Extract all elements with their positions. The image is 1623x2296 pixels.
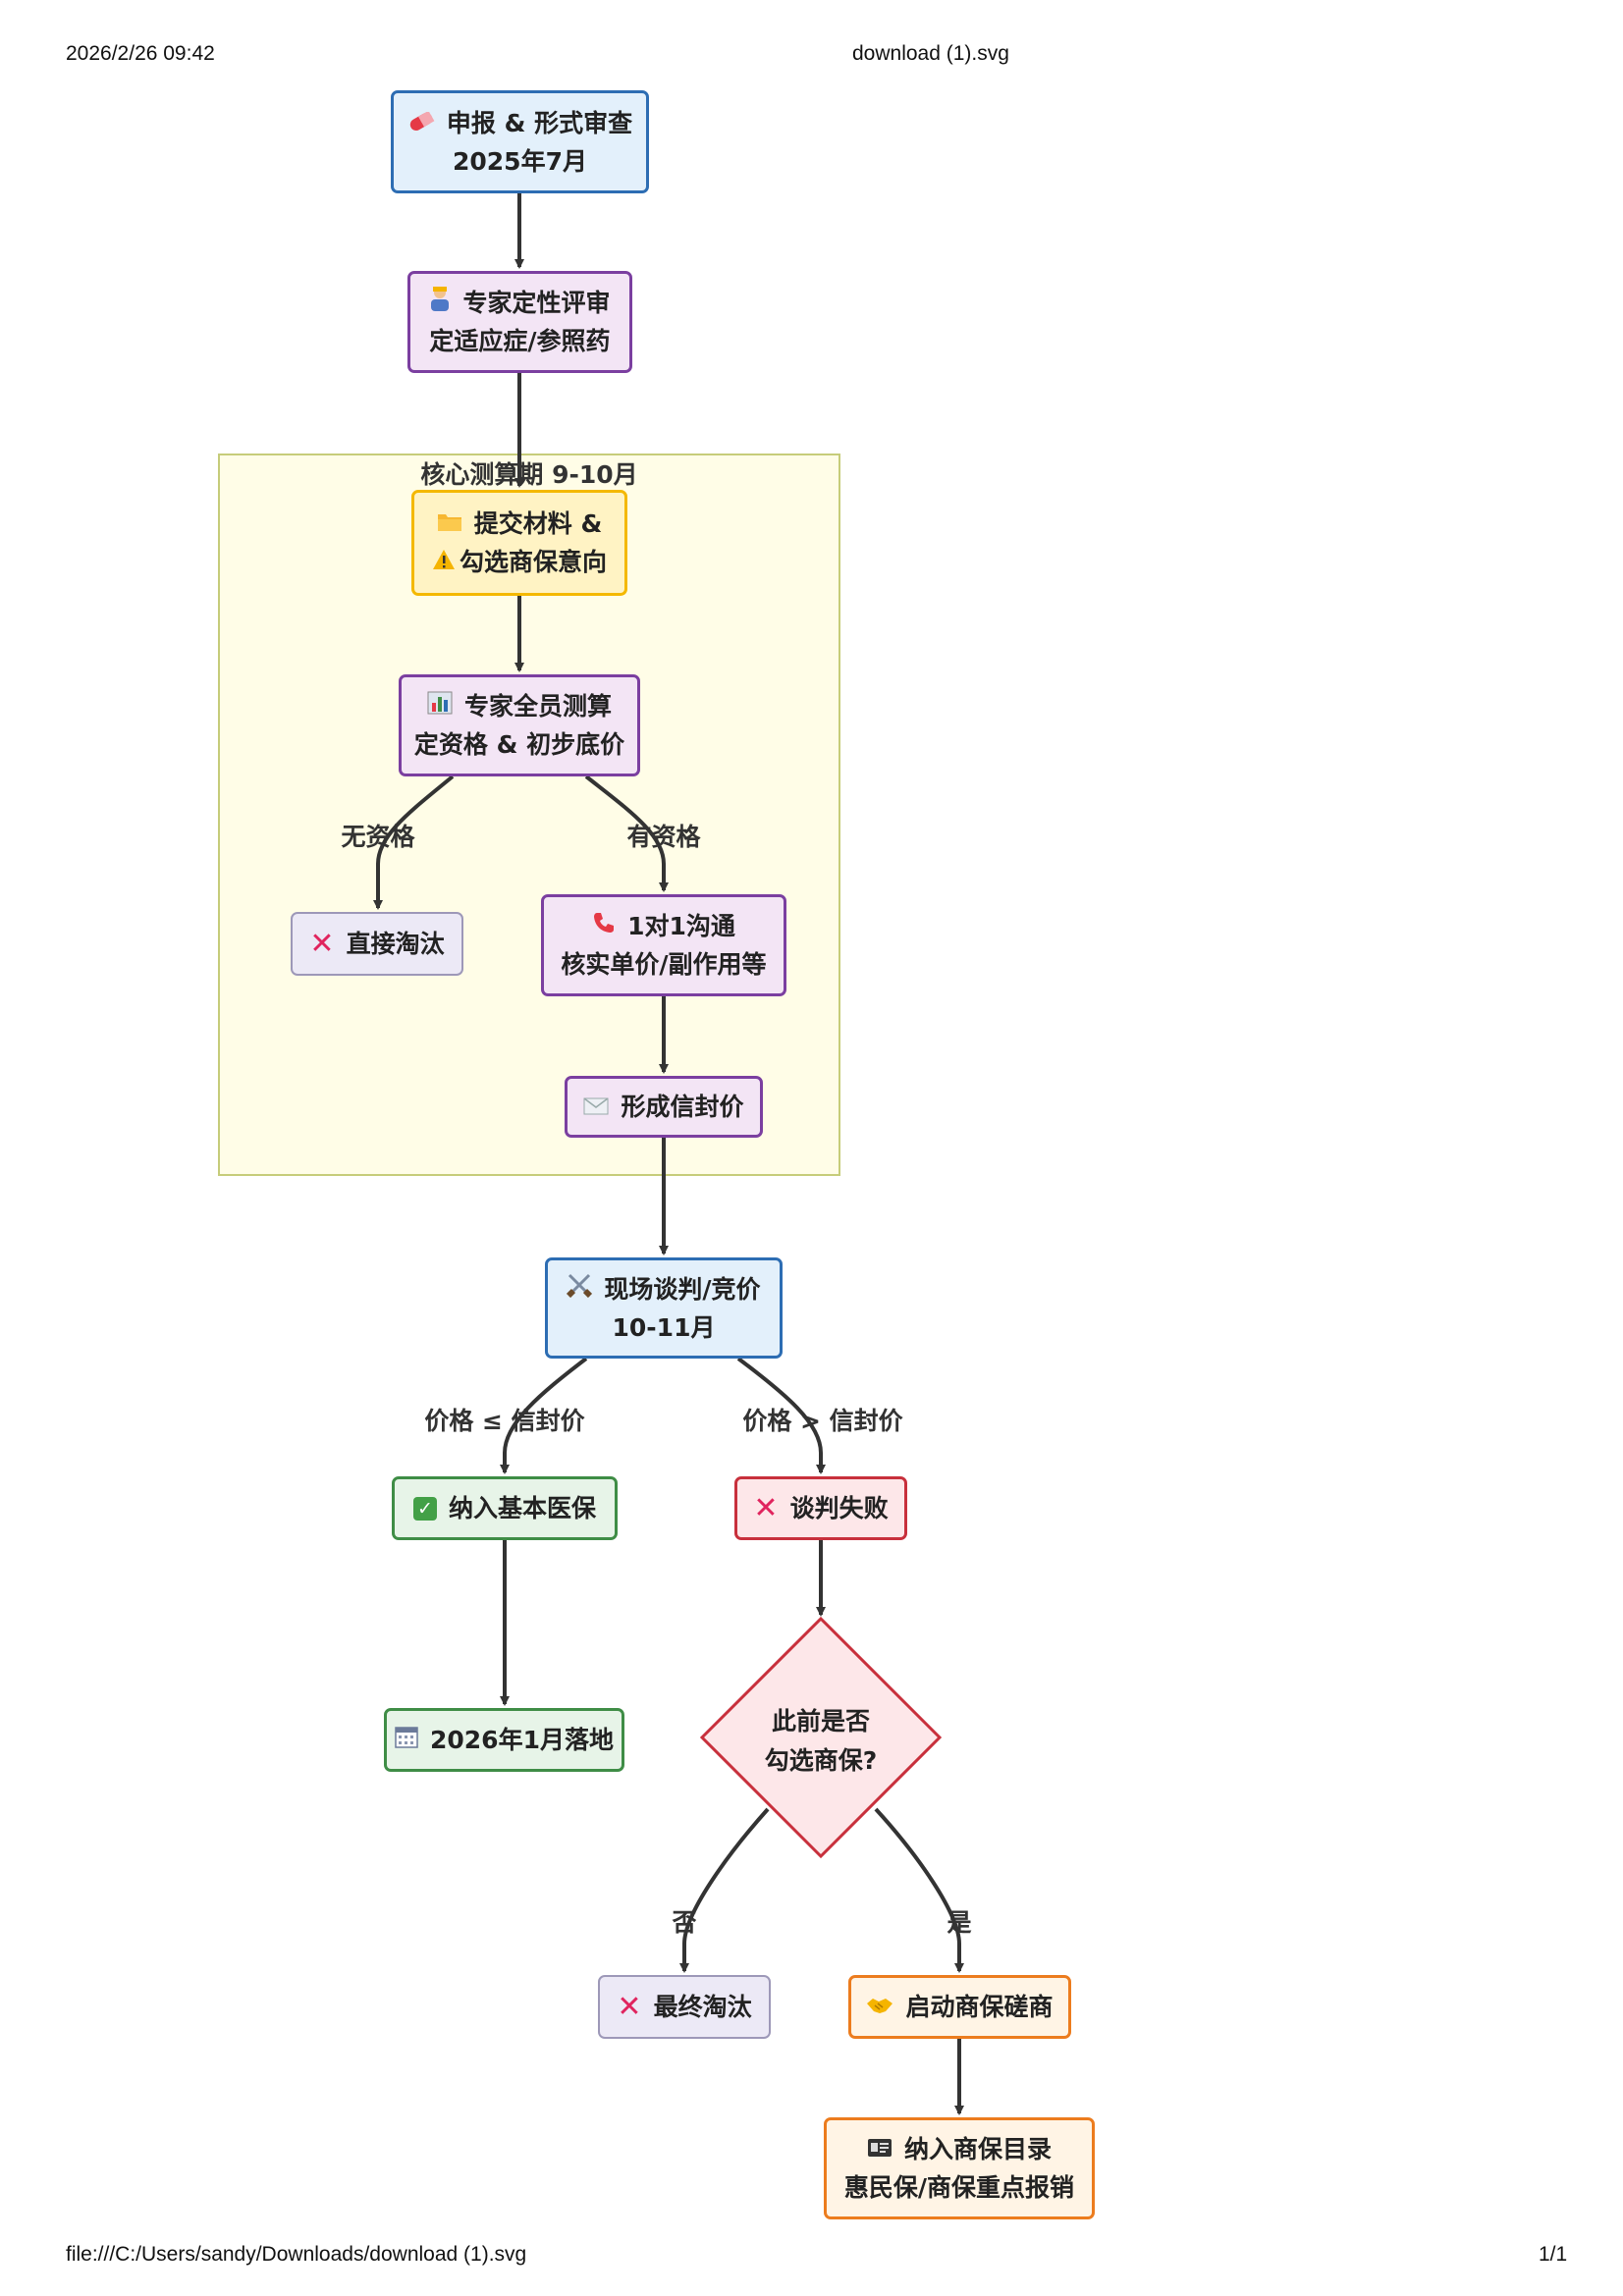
edge-decision-yes — [874, 1807, 964, 1973]
node-commercial-list: 纳入商保目录 惠民保/商保重点报销 — [824, 2117, 1095, 2219]
edge-calc-eliminate — [373, 774, 455, 910]
edge-negotiate-fail — [736, 1357, 826, 1474]
node-calc: 专家全员测算 定资格 & 初步底价 — [399, 674, 640, 776]
warning-icon — [432, 543, 456, 581]
expert-icon — [429, 284, 451, 322]
print-datetime: 2026/2/26 09:42 — [66, 42, 215, 65]
cluster-title: 核心测算期 9-10月 — [420, 460, 638, 489]
cross-mark-icon: ✕ — [309, 926, 335, 961]
edge-label-price-gt: 价格 > 信封价 — [742, 1407, 903, 1435]
crossed-swords-icon — [567, 1270, 593, 1308]
calendar-icon — [395, 1721, 418, 1759]
node-expert-review: 专家定性评审 定适应症/参照药 — [407, 271, 632, 373]
node-one-on-one: 1对1沟通 核实单价/副作用等 — [541, 894, 786, 996]
print-file-path: file:///C:/Users/sandy/Downloads/downloa… — [66, 2243, 527, 2266]
node-decision: 此前是否 勾选商保? — [764, 1707, 878, 1775]
node-include-basic: ✓纳入基本医保 — [392, 1476, 618, 1540]
edge-label-no-qualify: 无资格 — [341, 823, 415, 851]
edge-label-qualify: 有资格 — [626, 823, 701, 851]
cross-mark-icon: ✕ — [753, 1490, 779, 1525]
print-title: download (1).svg — [852, 42, 1009, 65]
node-final-eliminate: ✕最终淘汰 — [598, 1975, 771, 2039]
node-fail: ✕谈判失败 — [734, 1476, 907, 1540]
edge-negotiate-include — [500, 1357, 588, 1474]
cross-mark-icon: ✕ — [617, 1989, 642, 2024]
chart-icon — [427, 687, 453, 725]
node-submit: 提交材料 & 勾选商保意向 — [411, 490, 627, 596]
pill-icon — [407, 104, 435, 142]
id-card-icon — [867, 2130, 893, 2168]
envelope-icon — [583, 1088, 609, 1126]
decision-diamond — [699, 1616, 943, 1859]
edge-label-price-le: 价格 ≤ 信封价 — [424, 1407, 585, 1435]
node-eliminate-direct: ✕直接淘汰 — [291, 912, 463, 976]
handshake-icon — [866, 1988, 893, 2026]
print-page-number: 1/1 — [1539, 2243, 1568, 2266]
edge-label-no: 否 — [672, 1908, 697, 1937]
node-land: 2026年1月落地 — [384, 1708, 624, 1772]
edge-label-yes: 是 — [947, 1908, 972, 1937]
edge-decision-no — [679, 1807, 770, 1973]
check-mark-icon: ✓ — [412, 1496, 437, 1521]
node-declare: 申报 & 形式审查 2025年7月 — [391, 90, 649, 193]
node-envelope: 形成信封价 — [565, 1076, 763, 1138]
edge-calc-oneonone — [584, 774, 669, 892]
folder-icon — [437, 505, 462, 543]
phone-icon — [592, 907, 616, 945]
node-negotiate: 现场谈判/竞价 10-11月 — [545, 1257, 783, 1359]
node-commercial: 启动商保磋商 — [848, 1975, 1071, 2039]
